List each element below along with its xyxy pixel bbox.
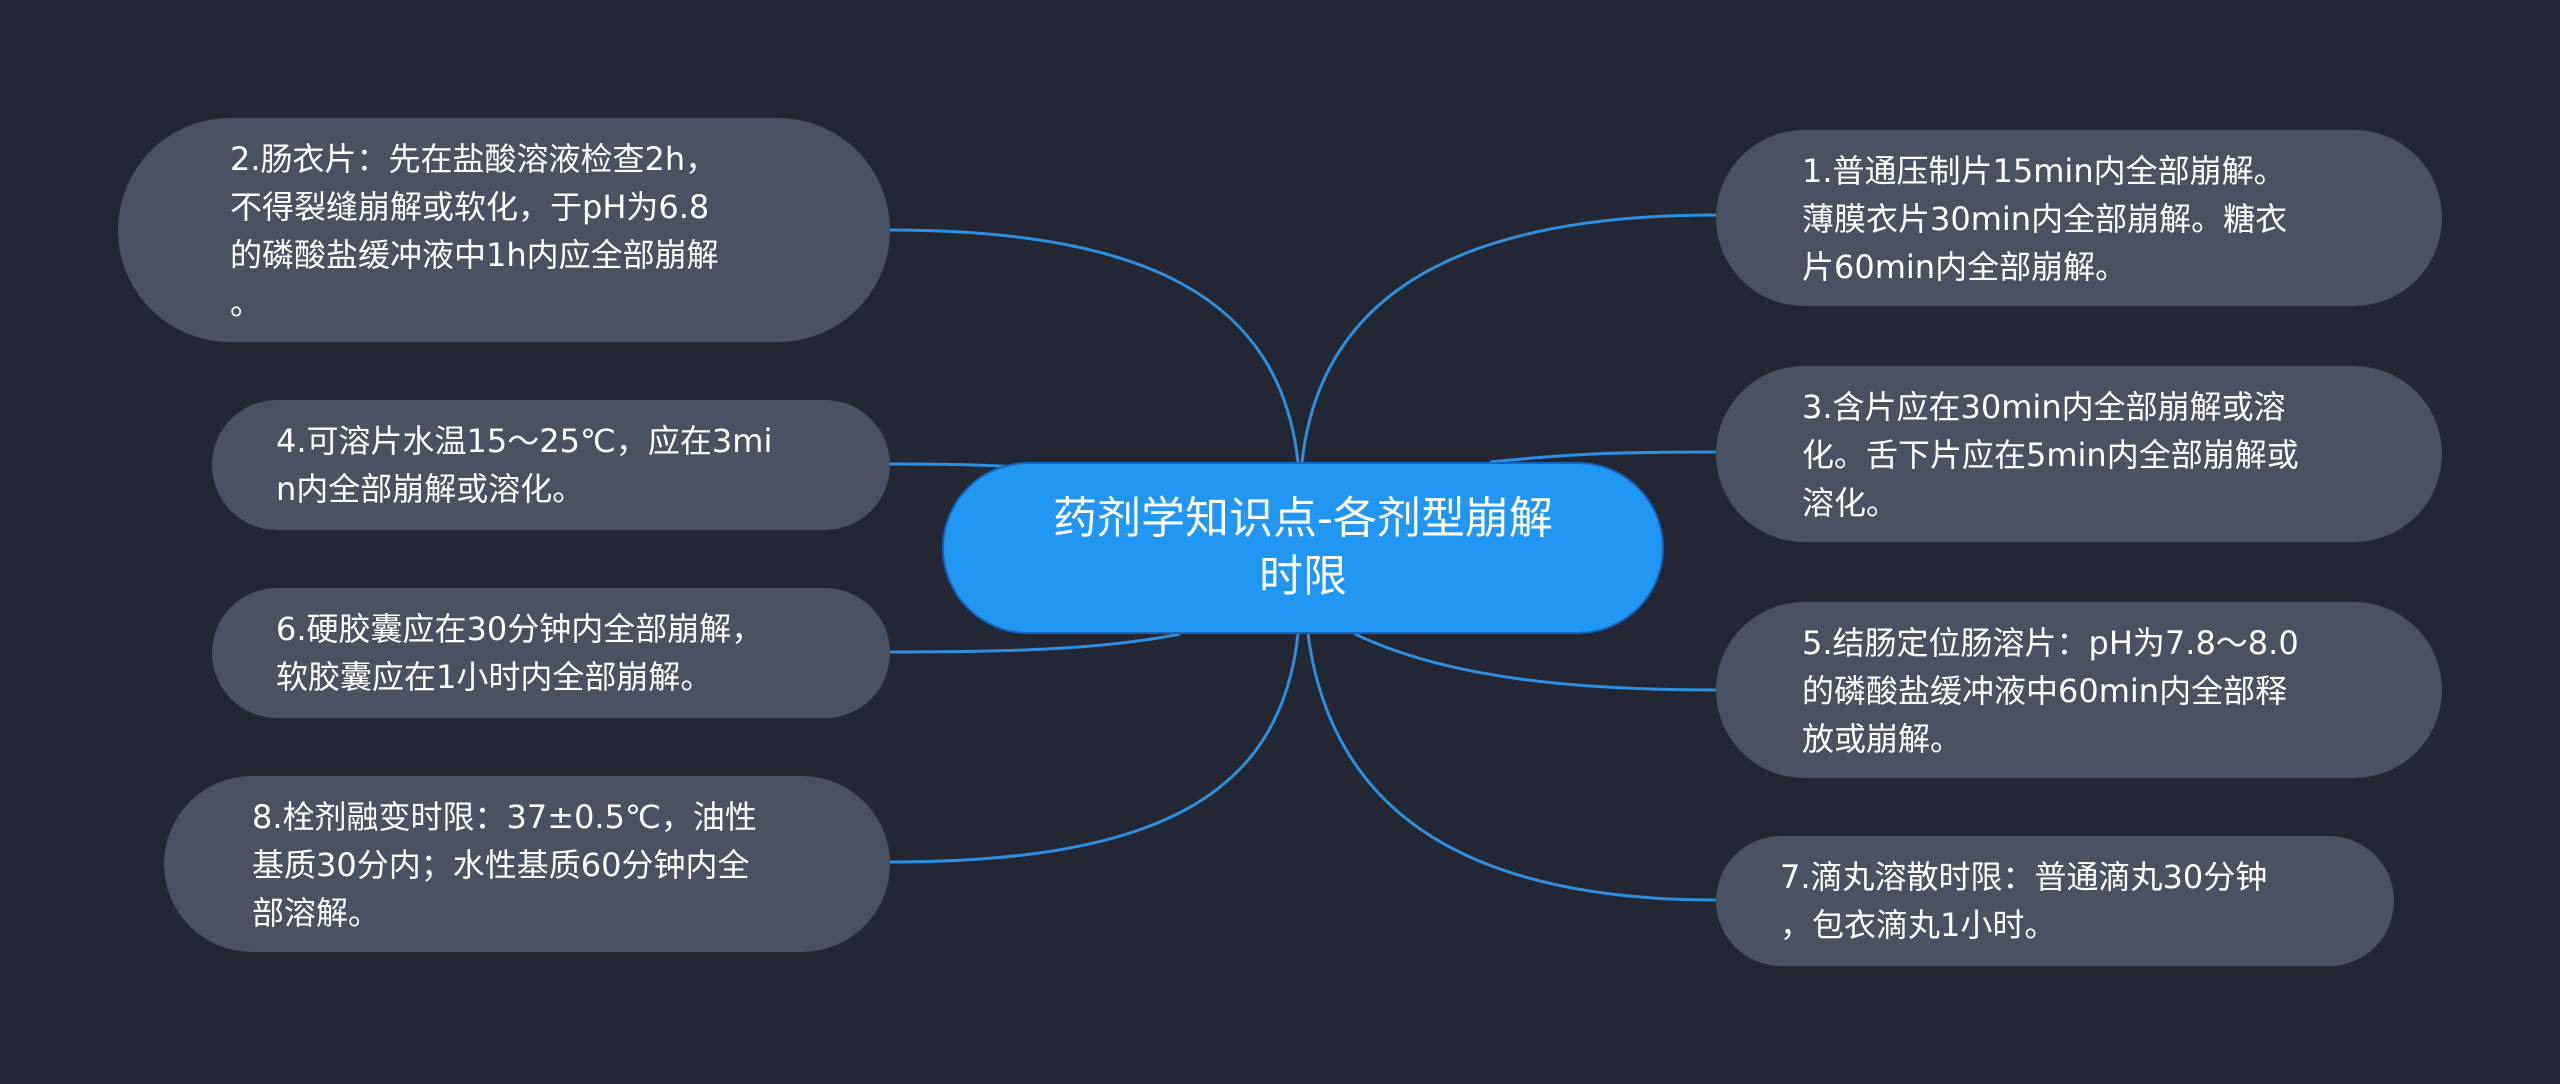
connector-root-n1 bbox=[1300, 213, 1717, 463]
connector-root-n7 bbox=[1306, 633, 1717, 902]
node-4-soluble-tablet[interactable]: 4.可溶片水温15～25℃，应在3mi n内全部崩解或溶化。 bbox=[212, 400, 890, 530]
node-2-enteric-tablet[interactable]: 2.肠衣片：先在盐酸溶液检查2h， 不得裂缝崩解或软化，于pH为6.8 的磷酸盐… bbox=[118, 118, 890, 342]
connector-root-n8 bbox=[887, 633, 1300, 864]
node-7-drop-pill[interactable]: 7.滴丸溶散时限：普通滴丸30分钟 ，包衣滴丸1小时。 bbox=[1716, 836, 2394, 966]
root-topic[interactable]: 药剂学知识点-各剂型崩解 时限 bbox=[942, 462, 1664, 634]
connector-root-n2 bbox=[887, 228, 1300, 463]
connector-root-n6 bbox=[887, 632, 1181, 654]
node-6-capsule[interactable]: 6.硬胶囊应在30分钟内全部崩解， 软胶囊应在1小时内全部崩解。 bbox=[212, 588, 890, 718]
node-8-suppository[interactable]: 8.栓剂融变时限：37±0.5℃，油性 基质30分内；水性基质60分钟内全 部溶… bbox=[164, 776, 890, 952]
node-5-colon-tablet[interactable]: 5.结肠定位肠溶片：pH为7.8～8.0 的磷酸盐缓冲液中60min内全部释 放… bbox=[1716, 602, 2442, 778]
node-1-compressed-tablet[interactable]: 1.普通压制片15min内全部崩解。 薄膜衣片30min内全部崩解。糖衣 片60… bbox=[1716, 130, 2442, 306]
connector-root-n3 bbox=[1489, 450, 1717, 464]
connector-root-n5 bbox=[1354, 632, 1717, 692]
node-3-buccal-tablet[interactable]: 3.含片应在30min内全部崩解或溶 化。舌下片应在5min内全部崩解或 溶化。 bbox=[1716, 366, 2442, 542]
